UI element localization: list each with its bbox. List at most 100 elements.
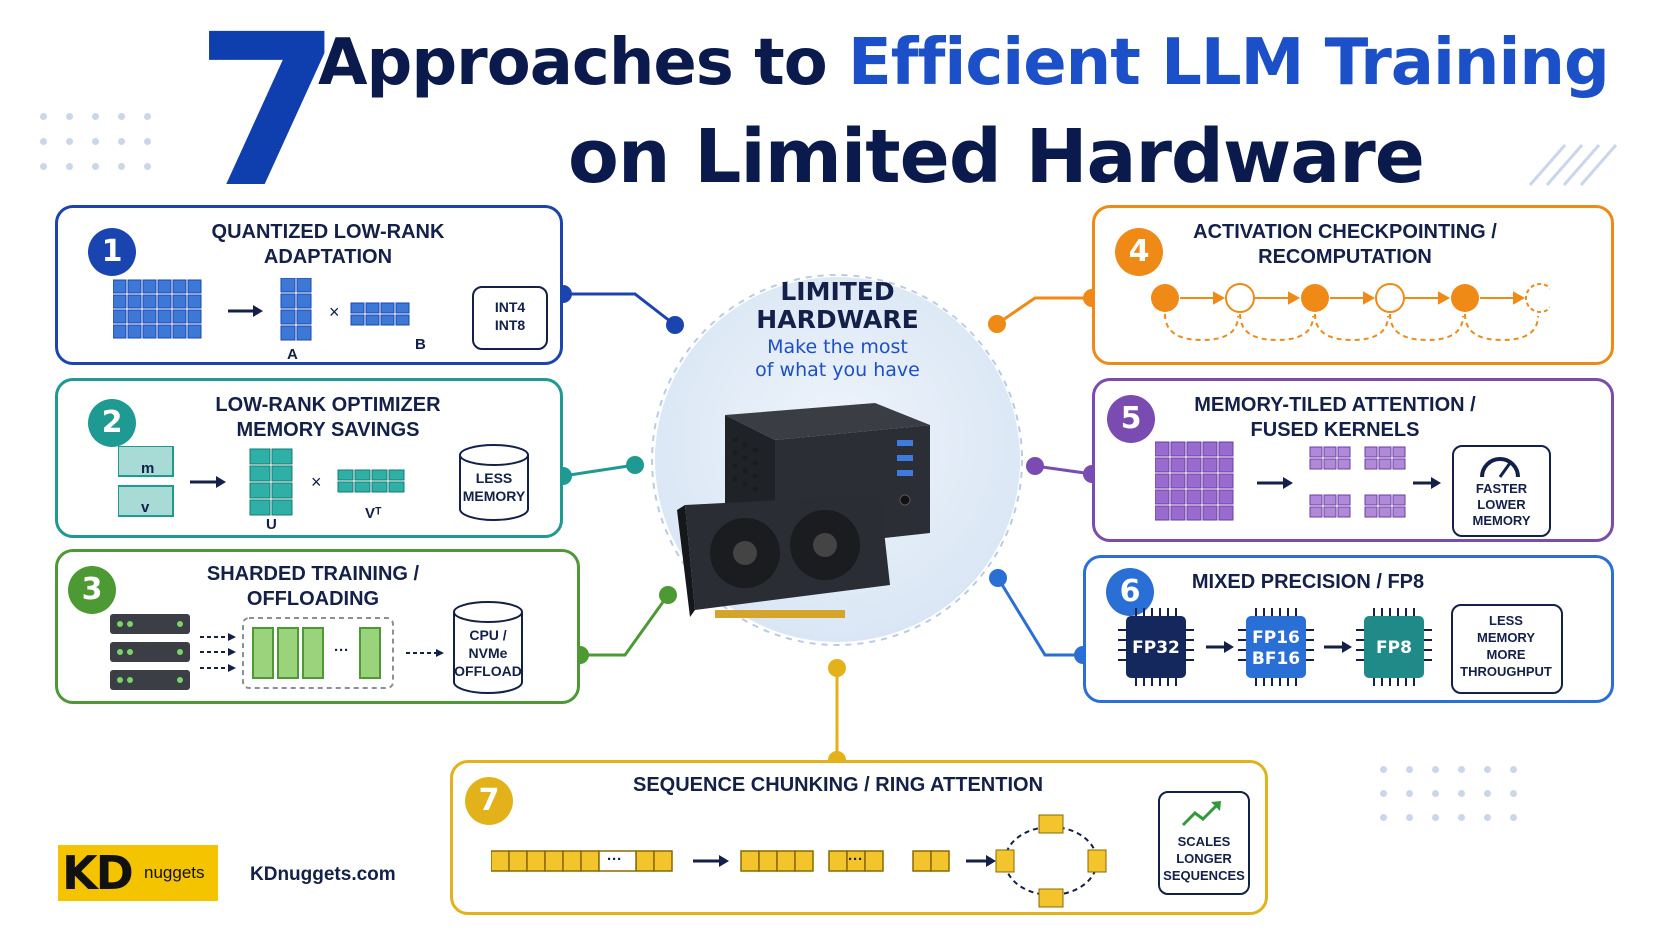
card-number: 1 [88, 228, 136, 276]
badge-line-3: OFFLOAD [454, 663, 522, 679]
badge-line-2: LOWER [1477, 497, 1526, 512]
kdnuggets-logo: KD nuggets [58, 845, 218, 901]
badge-line-1: SCALES [1177, 834, 1231, 849]
precision-chips-diagram [1118, 608, 1432, 686]
card-number: 4 [1115, 228, 1163, 276]
chip-fp16-label: FP16 BF16 [1246, 628, 1306, 670]
card-title: QUANTIZED LOW-RANK ADAPTATION [188, 220, 468, 270]
sequence-ellipsis-2: ··· [848, 851, 863, 868]
card-title: SHARDED TRAINING / OFFLOADING [173, 562, 453, 612]
badge-line-4: THROUGHPUT [1460, 664, 1552, 679]
badge-line-1: LESS [1489, 613, 1523, 628]
card-low-rank-optimizer: 2 LOW-RANK OPTIMIZER MEMORY SAVINGS × m … [55, 378, 563, 538]
memory-cylinder-icon [459, 444, 529, 521]
card-memory-tiled-attention: 5 MEMORY-TILED ATTENTION / FUSED KERNELS [1092, 378, 1614, 542]
card-number: 3 [68, 566, 116, 614]
card-sequence-chunking: 7 SEQUENCE CHUNKING / RING ATTENTION ···… [450, 760, 1268, 915]
center-subtitle: Make the most of what you have [690, 336, 985, 382]
badge-line-2: NVMe [468, 645, 508, 661]
card-title-line-1: SHARDED TRAINING / [206, 563, 420, 585]
less-memory-badge-text: LESS MEMORY [456, 469, 532, 505]
site-link[interactable]: KDnuggets.com [250, 864, 396, 885]
card-title-line-1: SEQUENCE CHUNKING / RING ATTENTION [633, 774, 1044, 796]
title-accent: Efficient LLM Training [848, 26, 1610, 100]
card-title-line-2: OFFLOADING [246, 588, 380, 610]
matrix-label-u: U [266, 516, 277, 533]
badge-line-2: LONGER [1176, 851, 1232, 866]
trend-up-icon [1181, 801, 1221, 827]
card-title-line-1: ACTIVATION CHECKPOINTING / [1193, 221, 1497, 243]
title-line-1: Approaches to Efficient LLM Training [318, 24, 1610, 102]
badge-line-1: LESS [475, 470, 513, 486]
card-title: ACTIVATION CHECKPOINTING / RECOMPUTATION [1185, 220, 1505, 270]
title-number: 7 [195, 0, 341, 234]
badge-line-1: FASTER [1475, 481, 1528, 496]
scales-badge-text: SCALES LONGER SEQUENCES [1158, 833, 1250, 884]
badge-line-3: MEMORY [1472, 513, 1531, 528]
card-mixed-precision: 6 MIXED PRECISION / FP8 FP32 FP16 [1083, 555, 1614, 703]
card-title-line-1: QUANTIZED LOW-RANK [211, 221, 445, 243]
badge-line-1: INT4 [494, 299, 526, 315]
chip-fp16-line-2: BF16 [1251, 649, 1301, 669]
title-part-1: Approaches to [318, 26, 848, 100]
svg-text:×: × [329, 302, 340, 322]
matrix-label-m: m [141, 460, 155, 477]
offload-cylinder-icon [453, 601, 523, 694]
server-rack-icon [110, 614, 190, 690]
card-title-line-1: MIXED PRECISION / FP8 [1191, 571, 1425, 593]
faster-badge [1452, 445, 1551, 537]
scales-badge [1158, 791, 1250, 895]
card-activation-checkpointing: 4 ACTIVATION CHECKPOINTING / RECOMPUTATI… [1092, 205, 1614, 365]
card-title-line-2: FUSED KERNELS [1250, 419, 1420, 441]
card-title: LOW-RANK OPTIMIZER MEMORY SAVINGS [188, 393, 468, 443]
matrix-label-v: v [141, 499, 150, 516]
badge-line-1: CPU / [469, 627, 507, 643]
gpu-card-icon [677, 495, 890, 618]
center-title-line-2: HARDWARE [756, 305, 919, 334]
center-title: LIMITED HARDWARE [690, 278, 985, 334]
lora-matrix-diagram: × [113, 278, 410, 341]
card-number: 2 [88, 399, 136, 447]
badge-line-3: MORE [1486, 647, 1526, 662]
card-title: SEQUENCE CHUNKING / RING ATTENTION [633, 773, 1043, 798]
card-number: 5 [1107, 395, 1155, 443]
ring-attention-diagram [491, 814, 1107, 908]
checkpoint-chain-diagram [1151, 283, 1550, 342]
card-title-line-1: LOW-RANK OPTIMIZER [215, 394, 441, 416]
logo-nuggets: nuggets [144, 863, 205, 882]
throughput-badge-text: LESS MEMORY MORE THROUGHPUT [1449, 612, 1563, 680]
hardware-illustration [677, 403, 930, 618]
card-number: 7 [465, 777, 513, 825]
card-sharded-training: 3 SHARDED TRAINING / OFFLOADING ··· CPU … [55, 549, 580, 704]
badge-line-2: INT8 [494, 317, 526, 333]
center-title-line-1: LIMITED [780, 277, 895, 306]
decorative-stripes [1528, 144, 1618, 186]
card-title-line-2: RECOMPUTATION [1258, 246, 1432, 268]
offload-badge-text: CPU / NVMe OFFLOAD [450, 626, 526, 680]
matrix-label-vt: Vᵀ [365, 505, 382, 522]
shard-ellipsis: ··· [334, 642, 349, 659]
card-title: MIXED PRECISION / FP8 [1178, 570, 1438, 595]
matrix-label-a: A [287, 346, 298, 363]
chip-fp32-label: FP32 [1132, 638, 1180, 658]
chip-fp8-label: FP8 [1376, 638, 1412, 658]
center-subtitle-line-1: Make the most [767, 336, 908, 358]
logo-kd: KD [62, 846, 134, 900]
card-quantized-low-rank-adaptation: 1 QUANTIZED LOW-RANK ADAPTATION × A B IN… [55, 205, 563, 365]
throughput-badge [1451, 604, 1563, 694]
card-title: MEMORY-TILED ATTENTION / FUSED KERNELS [1185, 393, 1485, 443]
center-subtitle-line-2: of what you have [755, 359, 920, 381]
chip-fp16-line-1: FP16 [1252, 628, 1300, 648]
quantization-badge [472, 286, 548, 350]
badge-line-3: SEQUENCES [1163, 868, 1245, 883]
card-number: 6 [1106, 568, 1154, 616]
badge-line-2: MEMORY [462, 488, 526, 504]
svg-text:×: × [311, 472, 322, 492]
tiled-attention-diagram [1155, 441, 1441, 521]
matrix-label-b: B [415, 336, 426, 353]
quantization-badge-text: INT4 INT8 [472, 298, 548, 334]
faster-badge-text: FASTER LOWER MEMORY [1452, 481, 1551, 529]
card-title-line-2: MEMORY SAVINGS [236, 419, 420, 441]
card-title-line-2: ADAPTATION [263, 246, 393, 268]
sharding-diagram [110, 614, 444, 690]
